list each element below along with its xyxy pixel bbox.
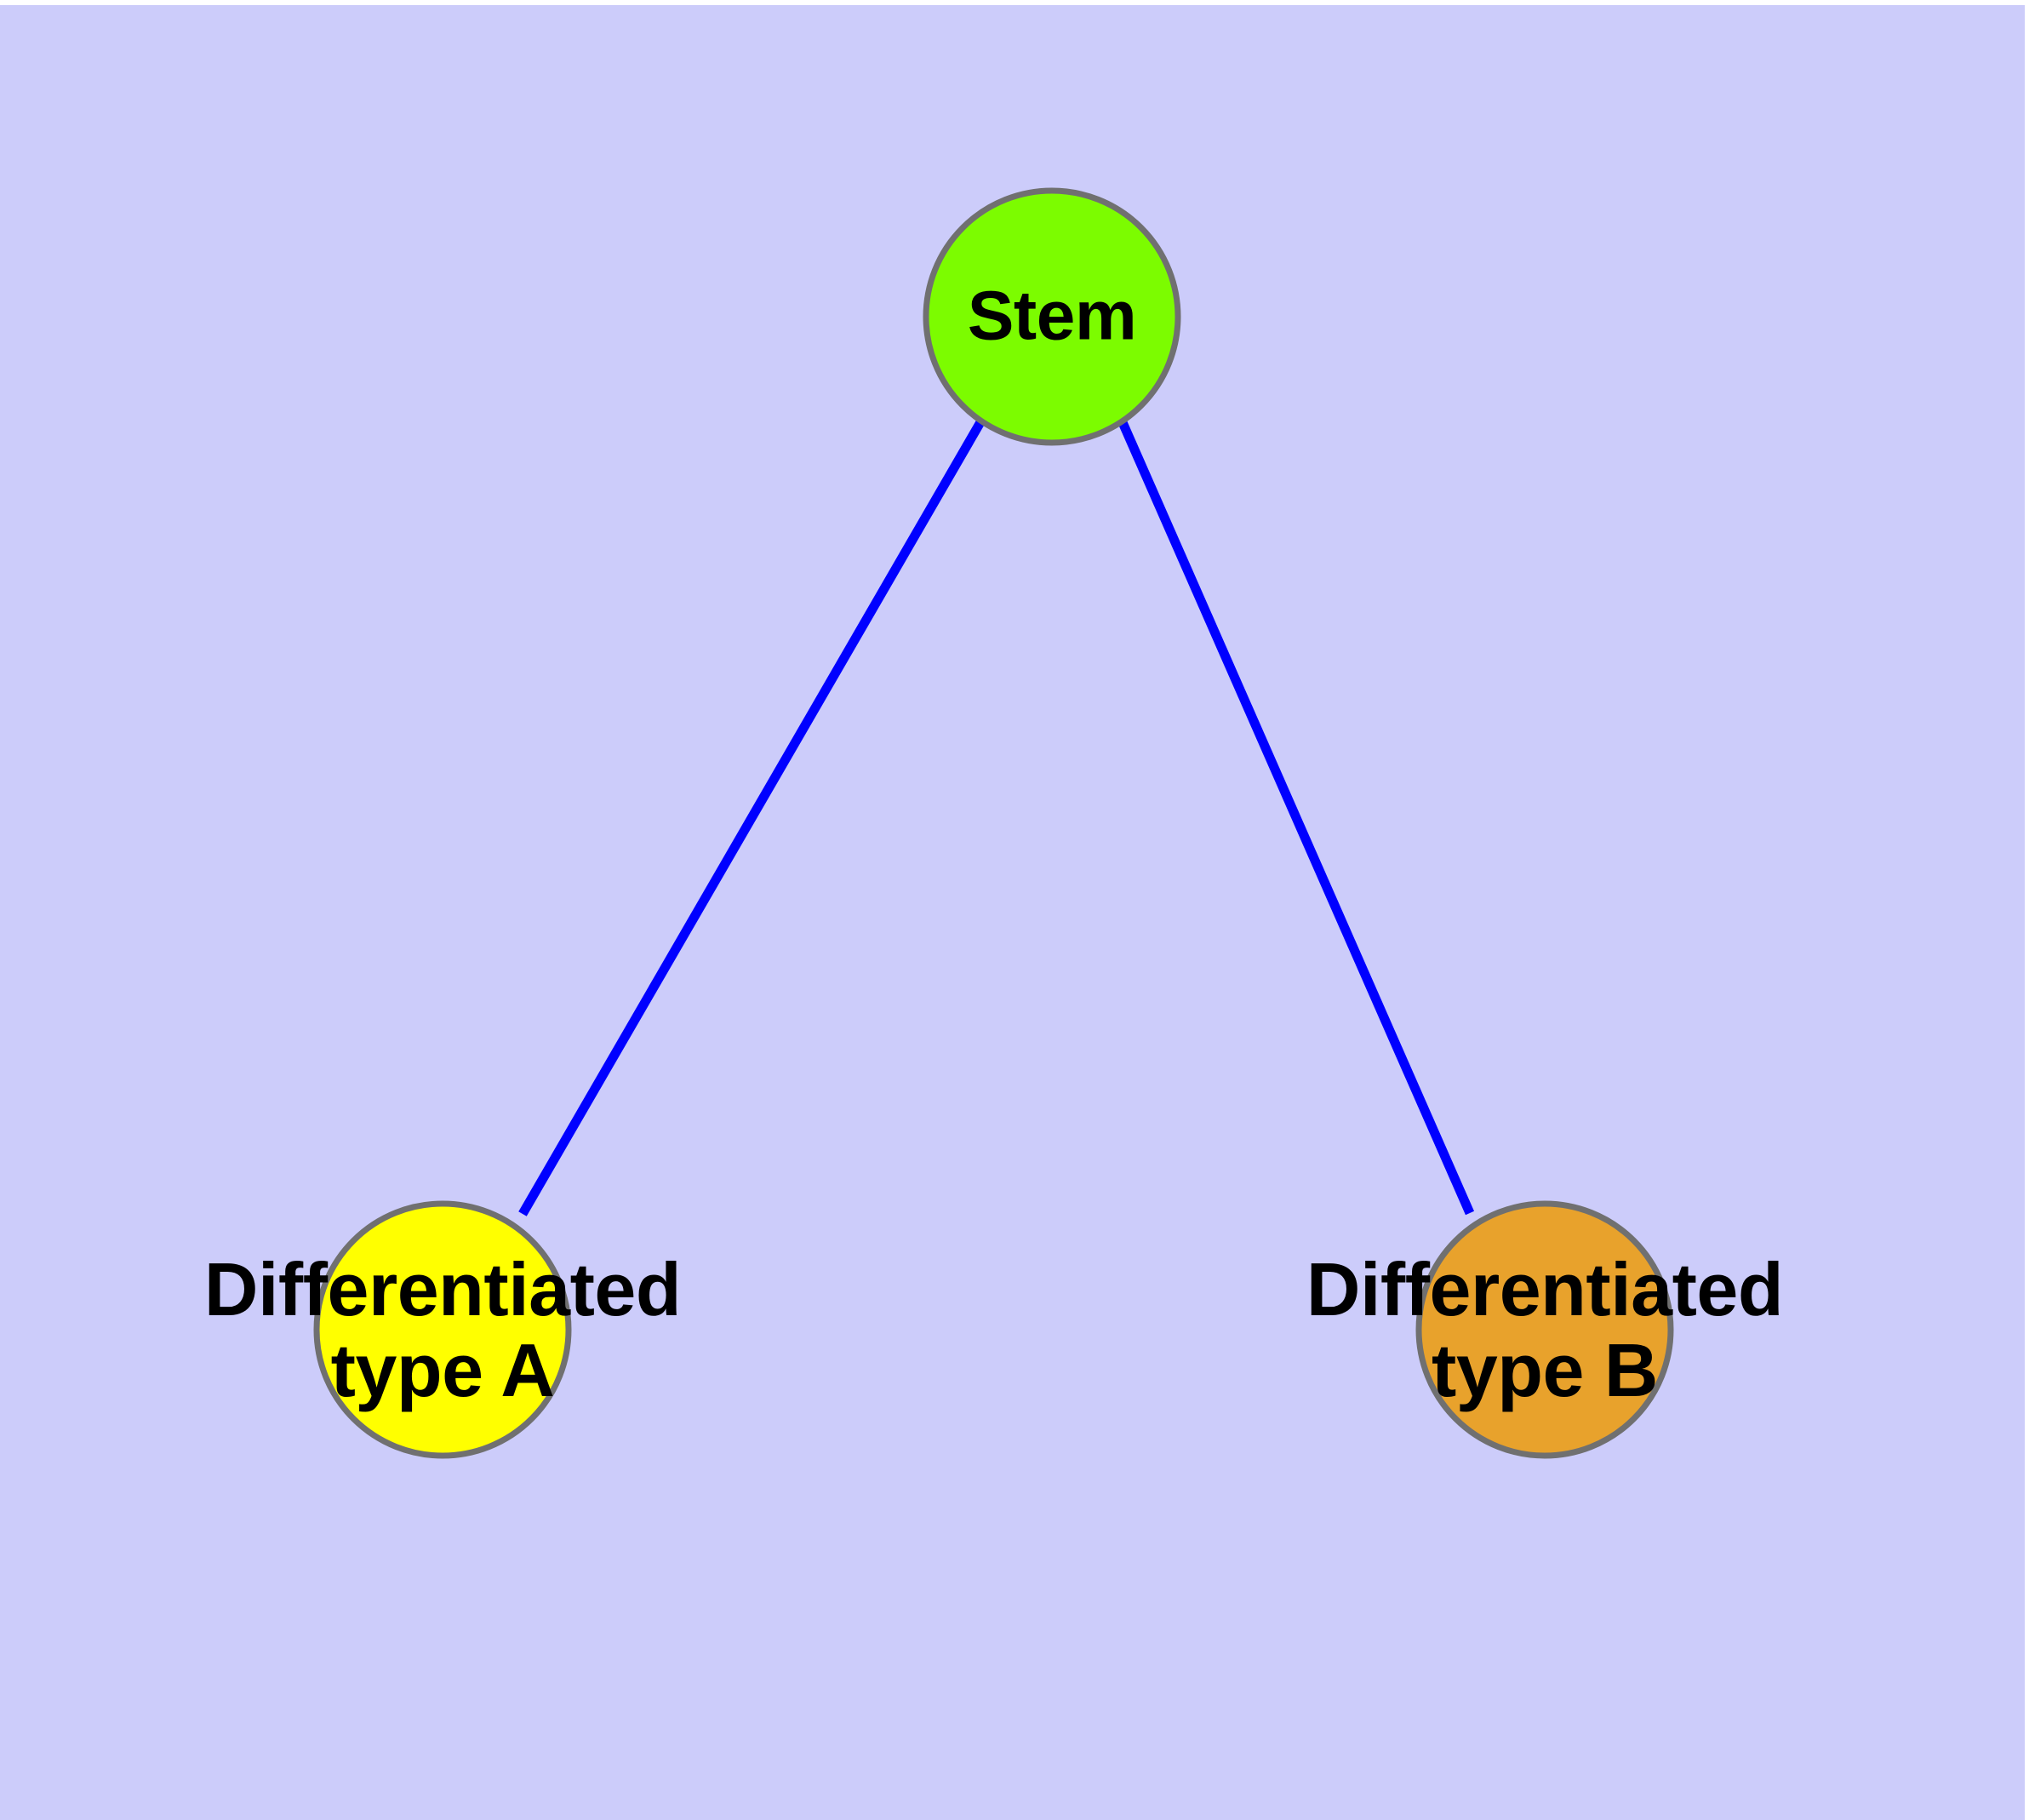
- edge-layer: [518, 418, 1475, 1216]
- graph-svg: [313, 187, 1674, 1459]
- node-stem[interactable]: [923, 187, 1181, 446]
- node-layer: [313, 187, 1674, 1459]
- edge-stem-to-differentiated-type-b: [1117, 418, 1475, 1216]
- node-differentiated-type-a[interactable]: [313, 1200, 572, 1459]
- plot-area: Stem Differentiated type A Differentiate…: [0, 5, 2025, 1820]
- edge-stem-to-differentiated-type-a: [518, 420, 985, 1216]
- node-differentiated-type-b[interactable]: [1415, 1200, 1674, 1459]
